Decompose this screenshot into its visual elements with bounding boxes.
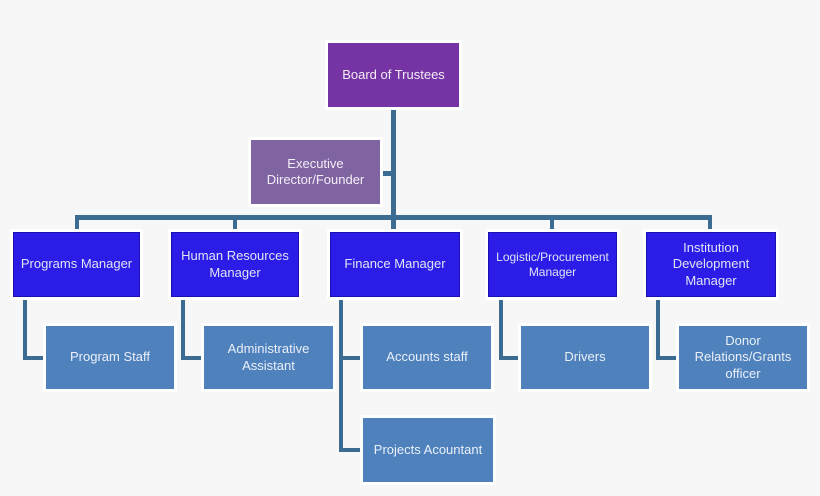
node-donor-relations-grants-officer: Donor Relations/Grants officer xyxy=(679,326,807,389)
connector-logistic-drivers-horizontal xyxy=(499,356,523,360)
connector-finance-accounts-horizontal xyxy=(339,356,365,360)
node-label: Accounts staff xyxy=(386,349,468,365)
node-projects-accountant: Projects Acountant xyxy=(363,418,493,482)
connector-finance-vertical xyxy=(339,297,343,452)
connector-drop-institution xyxy=(708,215,712,233)
connector-executive-stub xyxy=(378,171,393,176)
node-board-of-trustees: Board of Trustees xyxy=(328,43,459,107)
connector-drop-programs xyxy=(75,215,79,233)
connector-drop-hr xyxy=(233,215,237,233)
node-accounts-staff: Accounts staff xyxy=(363,326,491,389)
node-finance-manager: Finance Manager xyxy=(330,232,460,297)
node-executive-director-founder: Executive Director/Founder xyxy=(251,140,380,204)
connector-distribution-horizontal xyxy=(75,215,712,220)
node-program-staff: Program Staff xyxy=(46,326,174,389)
node-label: Projects Acountant xyxy=(373,441,483,457)
node-human-resources-manager: Human Resources Manager xyxy=(171,232,299,297)
node-label: Drivers xyxy=(564,349,606,365)
connector-programs-staff-horizontal xyxy=(23,356,48,360)
connector-logistic-drivers-vertical xyxy=(499,297,503,360)
connector-drop-logistic xyxy=(550,215,554,233)
connector-finance-projects-horizontal xyxy=(339,448,365,452)
node-label: Executive Director/Founder xyxy=(266,155,365,187)
node-label: Donor Relations/Grants officer xyxy=(694,333,792,381)
node-label: Institution Development Manager xyxy=(672,240,750,288)
node-institution-development-manager: Institution Development Manager xyxy=(646,232,776,297)
node-label: Board of Trustees xyxy=(342,66,445,82)
connector-programs-staff-vertical xyxy=(23,297,27,360)
node-administrative-assistant: Administrative Assistant xyxy=(204,326,333,389)
connector-institution-donor-vertical xyxy=(656,297,660,360)
node-label: Finance Manager xyxy=(344,256,446,272)
connector-hr-assistant-horizontal xyxy=(181,356,206,360)
connector-hr-assistant-vertical xyxy=(181,297,185,360)
node-logistic-procurement-manager: Logistic/Procurement Manager xyxy=(488,232,617,297)
connector-board-trunk-vertical xyxy=(391,106,396,233)
node-label: Programs Manager xyxy=(20,256,133,272)
node-label: Program Staff xyxy=(70,349,150,365)
node-drivers: Drivers xyxy=(521,326,649,389)
node-label: Human Resources Manager xyxy=(181,248,289,280)
node-programs-manager: Programs Manager xyxy=(13,232,140,297)
node-label: Logistic/Procurement Manager xyxy=(496,249,609,279)
connector-institution-donor-horizontal xyxy=(656,356,681,360)
node-label: Administrative Assistant xyxy=(227,341,310,373)
